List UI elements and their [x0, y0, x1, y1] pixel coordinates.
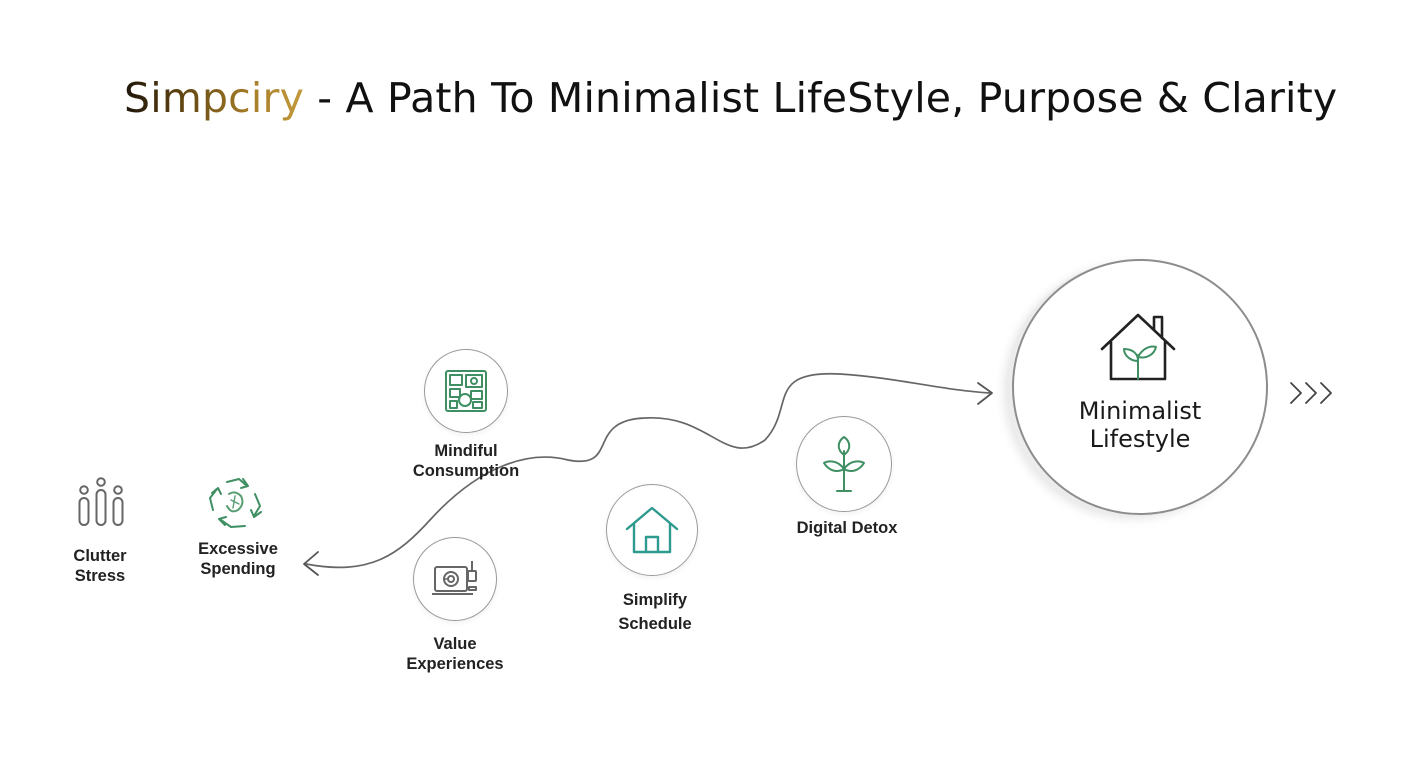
brand-name: Simpciry	[124, 74, 305, 122]
label-clutter-stress: Clutter Stress	[73, 547, 127, 585]
step-circle-simplify-schedule	[606, 484, 698, 576]
plant-icon	[823, 436, 865, 492]
house-leaf-icon	[1100, 313, 1176, 381]
page-title: Simpciry - A Path To Minimalist LifeStyl…	[124, 74, 1337, 122]
label-digital-detox: Digital Detox	[796, 519, 898, 537]
label-minimalist-lifestyle: Minimalist Lifestyle	[1078, 397, 1202, 453]
people-icon	[72, 474, 130, 535]
label-excessive-spending: Excessive Spending	[198, 540, 278, 578]
label-simplify-schedule: Simplify Schedule	[618, 591, 692, 633]
label-mindful-consumption: Mindiful Consumption	[412, 442, 520, 480]
recycle-icon	[205, 474, 265, 537]
label-value-experiences: Value Experiences	[406, 635, 504, 673]
path-arrow-end	[977, 382, 993, 405]
continue-chevrons-icon	[1290, 382, 1332, 404]
house-icon	[625, 506, 679, 554]
device-icon	[432, 561, 477, 595]
layout-icon	[445, 370, 487, 412]
journey-curve	[305, 372, 991, 569]
step-circle-value-experiences	[413, 537, 497, 621]
path-arrow-start	[303, 551, 319, 576]
title-text: - A Path To Minimalist LifeStyle, Purpos…	[304, 74, 1338, 122]
destination-circle: Minimalist Lifestyle	[1012, 259, 1268, 515]
step-circle-digital-detox	[796, 416, 892, 512]
step-circle-mindful-consumption	[424, 349, 508, 433]
